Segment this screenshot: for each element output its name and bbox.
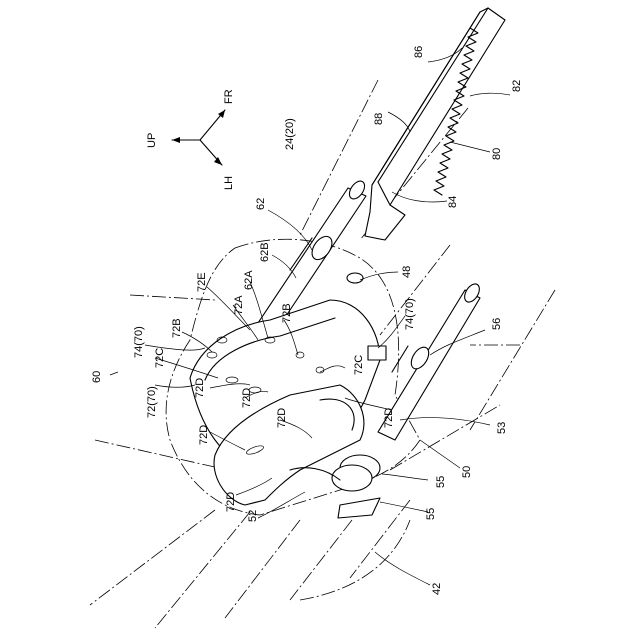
label-86: 86	[413, 46, 425, 58]
label-72d-4: 72D	[276, 408, 288, 428]
label-72-70: 72(70)	[146, 386, 158, 418]
label-53: 53	[496, 422, 508, 434]
label-55-bot: 55	[425, 508, 437, 520]
label-72b-top: 72B	[171, 318, 183, 338]
label-72c-left: 72C	[154, 348, 166, 368]
label-50: 50	[461, 466, 473, 478]
cylinder-48	[347, 273, 363, 283]
axis-up: UP	[146, 133, 158, 148]
label-62: 62	[255, 198, 267, 210]
label-72a: 72A	[233, 295, 245, 315]
label-42: 42	[431, 583, 443, 595]
label-72e: 72E	[196, 272, 208, 292]
label-72d-1: 72D	[194, 378, 206, 398]
label-74-70-right: 74(70)	[404, 298, 416, 330]
axis-fr: FR	[223, 89, 235, 104]
rail-assembly	[365, 8, 505, 240]
label-56: 56	[491, 318, 503, 330]
label-62a: 62A	[243, 270, 255, 290]
label-88: 88	[373, 113, 385, 125]
axis-lh: LH	[223, 176, 235, 190]
label-72d-6: 72D	[225, 492, 237, 512]
label-55-top: 55	[435, 476, 447, 488]
label-60: 60	[91, 371, 103, 383]
label-80: 80	[491, 148, 503, 160]
label-72b-mid: 72B	[281, 303, 293, 323]
label-74-70-left: 74(70)	[133, 326, 145, 358]
label-72d-3: 72D	[383, 408, 395, 428]
label-48: 48	[401, 266, 413, 278]
label-24-20: 24(20)	[284, 118, 296, 150]
label-82: 82	[511, 80, 523, 92]
label-72d-5: 72D	[198, 425, 210, 445]
label-62b: 62B	[259, 242, 271, 262]
block-74	[368, 346, 386, 360]
label-84: 84	[447, 196, 459, 208]
label-72c-right: 72C	[353, 355, 365, 375]
label-72d-2: 72D	[241, 388, 253, 408]
compass: FR UP LH	[146, 89, 235, 190]
label-52: 52	[247, 510, 259, 522]
